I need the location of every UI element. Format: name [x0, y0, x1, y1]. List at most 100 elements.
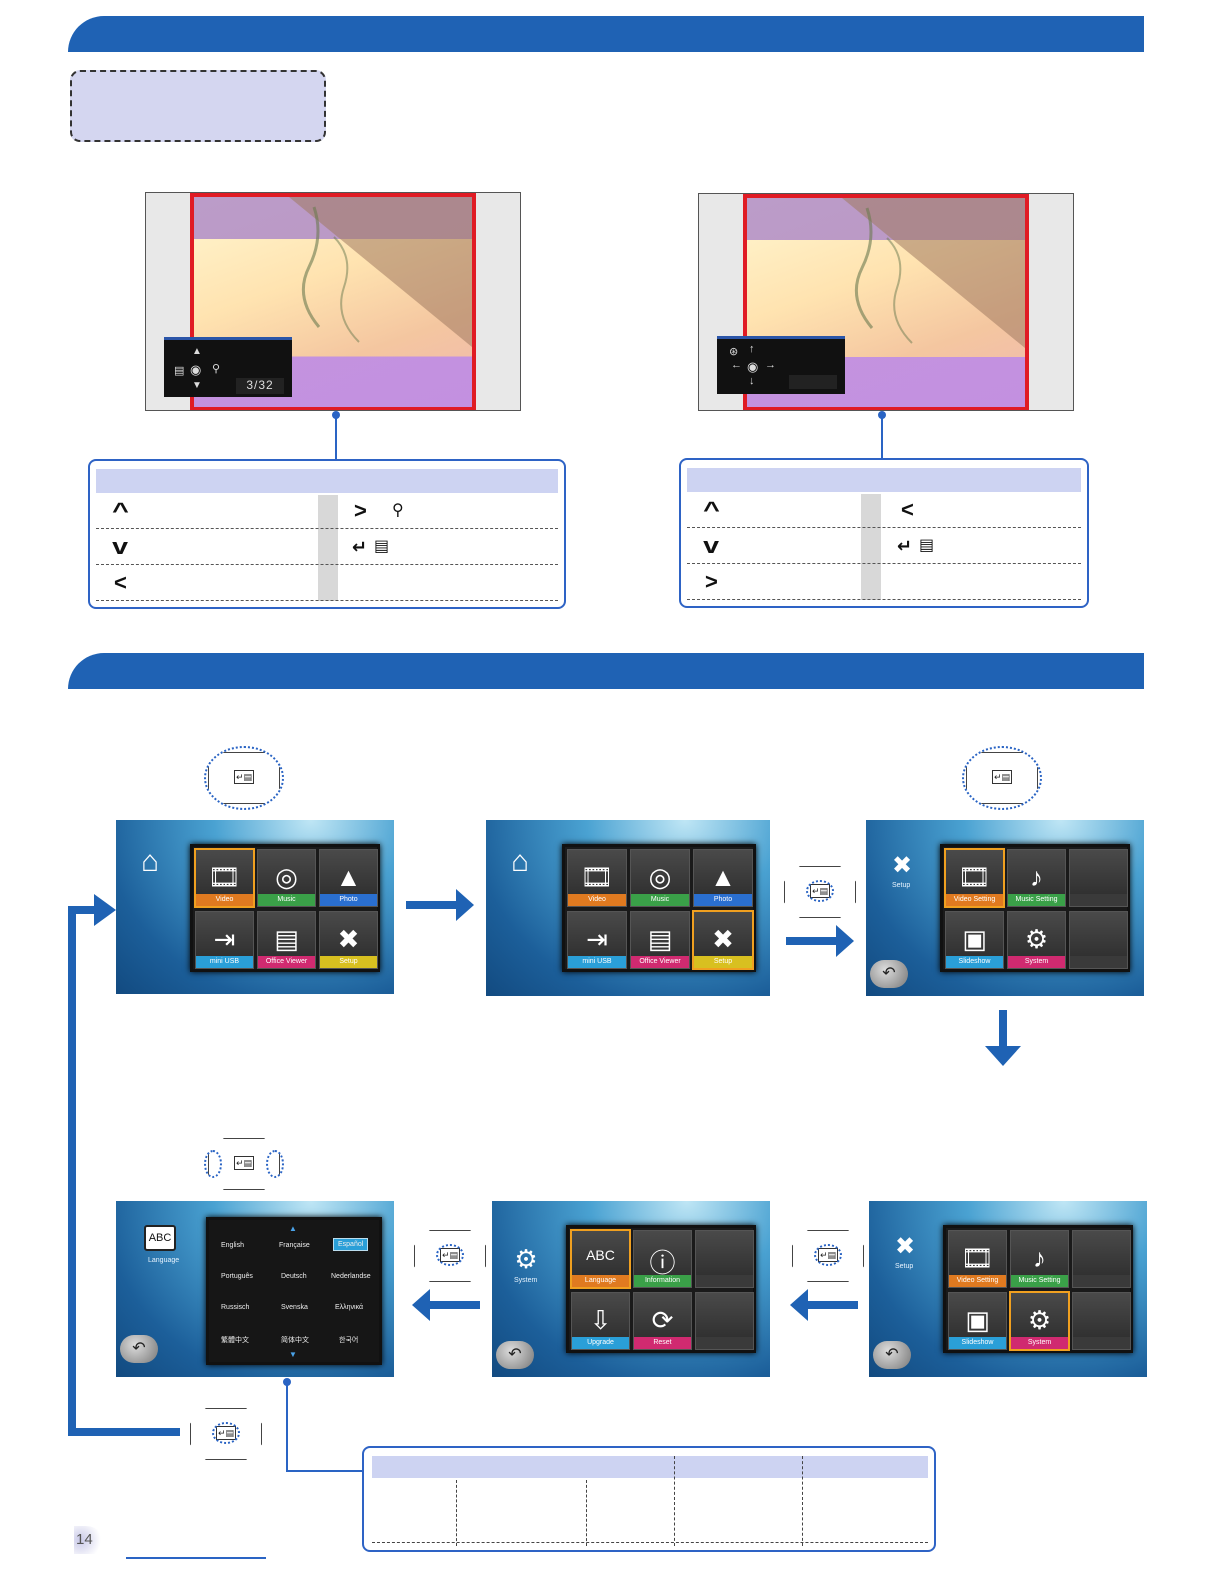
- language-option[interactable]: Deutsch: [281, 1273, 307, 1280]
- slideshow-icon: ▣: [965, 1305, 990, 1335]
- language-option[interactable]: 繁體中文: [221, 1337, 249, 1344]
- photo-control-overlay: ▤ ▲ ◉ ⚲ ▼ 3/32: [164, 337, 292, 397]
- tile-music[interactable]: ◎Music: [257, 849, 316, 907]
- language-option[interactable]: 简体中文: [281, 1337, 309, 1344]
- tile-setup[interactable]: ✖Setup: [319, 911, 378, 969]
- setup-menu-screen-2: ✖ Setup 🎞Video Setting ♪Music Setting ▣S…: [869, 1201, 1147, 1377]
- tile-empty: [1069, 911, 1128, 969]
- tile-label: Office Viewer: [258, 956, 315, 968]
- left-chevron-icon: <: [114, 570, 127, 595]
- list-icon: ▤: [174, 365, 185, 377]
- menu-grid: 🎞Video ◎Music ▲Photo ⇥ mini USB ▤Office V…: [190, 844, 380, 972]
- tile-video-setting[interactable]: 🎞Video Setting: [944, 848, 1005, 908]
- down-icon: ▼: [192, 380, 202, 391]
- tile-video[interactable]: 🎞Video: [567, 849, 627, 907]
- tools-icon: ✖: [894, 1233, 916, 1260]
- back-icon: ⊛: [729, 346, 739, 358]
- tile-mini-usb[interactable]: ⇥ mini USB: [195, 911, 254, 969]
- language-option[interactable]: Nederlandse: [331, 1273, 371, 1280]
- language-option[interactable]: Ελληνικά: [335, 1304, 364, 1311]
- document-icon: ▤: [647, 924, 673, 954]
- tile-empty: [695, 1292, 754, 1350]
- remote-keypad-icon: ↵▤: [204, 746, 284, 810]
- menu-grid: 🎞Video Setting ♪Music Setting ▣ Slideshow…: [943, 1225, 1133, 1353]
- tile-setup[interactable]: ✖Setup: [692, 910, 754, 970]
- tile-music-setting[interactable]: ♪Music Setting: [1007, 849, 1066, 907]
- tile-label: Video: [196, 894, 253, 906]
- tile-music-setting[interactable]: ♪Music Setting: [1010, 1230, 1069, 1288]
- scroll-up-icon[interactable]: ▲: [289, 1224, 297, 1233]
- flow-return-arrow-head: [94, 894, 116, 926]
- back-button[interactable]: ↶: [496, 1341, 534, 1369]
- zoom-control-overlay: ⊛ ↑ ← ◉ → ↓: [717, 336, 845, 394]
- language-option[interactable]: Française: [279, 1242, 310, 1249]
- language-option[interactable]: Russisch: [221, 1304, 250, 1311]
- language-option-selected[interactable]: Español: [333, 1238, 369, 1251]
- tile-reset[interactable]: ⟳Reset: [633, 1292, 692, 1350]
- photo-controls-table: ^ > ⚲ v ↵ ▤ <: [88, 459, 566, 609]
- enter-icon: ↵: [352, 537, 368, 557]
- up-chevron-icon: ^: [703, 497, 720, 522]
- tile-slideshow[interactable]: ▣ Slideshow: [948, 1292, 1007, 1350]
- gears-icon: ⚙: [514, 1244, 538, 1274]
- tile-system[interactable]: ⚙System: [1009, 1291, 1070, 1351]
- tile-video-setting[interactable]: 🎞Video Setting: [948, 1230, 1007, 1288]
- input-icon: ⇥: [586, 924, 608, 954]
- tile-label: System: [1008, 956, 1065, 968]
- tile-system[interactable]: ⚙System: [1007, 911, 1066, 969]
- photo-viewer-screenshot-right: ⊛ ↑ ← ◉ → ↓: [698, 193, 1074, 411]
- tile-office-viewer[interactable]: ▤Office Viewer: [257, 911, 316, 969]
- zoom-level-field: [789, 375, 837, 389]
- back-button[interactable]: ↶: [870, 960, 908, 988]
- language-table: [362, 1446, 936, 1552]
- flow-return-line: [68, 906, 76, 1436]
- tile-label: Setup: [320, 956, 377, 968]
- language-option[interactable]: English: [221, 1242, 244, 1249]
- back-arrow-icon: ↶: [882, 965, 896, 982]
- back-button[interactable]: ↶: [873, 1341, 911, 1369]
- tile-upgrade[interactable]: ⇩Upgrade: [571, 1292, 630, 1350]
- language-option[interactable]: 한국어: [339, 1337, 359, 1344]
- tile-music[interactable]: ◎Music: [630, 849, 690, 907]
- highlight-ring: [436, 1244, 464, 1266]
- tile-label: Music: [258, 894, 315, 906]
- tile-label: [1073, 1337, 1130, 1349]
- table-row: v ↵ ▤: [96, 529, 558, 565]
- tools-icon: ✖: [891, 852, 913, 879]
- language-menu-screen: ABC Language ▲ ▼ English Française Españ…: [116, 1201, 394, 1377]
- tile-label: mini USB: [196, 956, 253, 968]
- tile-photo[interactable]: ▲Photo: [319, 849, 378, 907]
- enter-key: ↵▤: [234, 1156, 254, 1170]
- column-separator: [802, 1456, 803, 1546]
- tile-mini-usb[interactable]: ⇥mini USB: [567, 911, 627, 969]
- scroll-down-icon[interactable]: ▼: [289, 1350, 297, 1359]
- tile-label: Photo: [694, 894, 752, 906]
- page-number: 14: [74, 1526, 106, 1554]
- home-menu-screen-2: ⌂ 🎞Video ◎Music ▲Photo ⇥mini USB ▤Office…: [486, 820, 770, 996]
- right-chevron-icon: >: [354, 498, 367, 523]
- highlight-ring: [806, 880, 834, 902]
- language-option[interactable]: Svenska: [281, 1304, 308, 1311]
- tile-label: Slideshow: [946, 956, 1003, 968]
- menu-grid: 🎞Video Setting ♪Music Setting ▣Slideshow…: [940, 844, 1130, 972]
- table-row: <: [96, 565, 558, 601]
- tile-empty: [695, 1230, 754, 1288]
- tile-slideshow[interactable]: ▣Slideshow: [945, 911, 1004, 969]
- photo-counter: 3/32: [236, 378, 284, 394]
- tile-label: Video: [568, 894, 626, 906]
- column-separator: [586, 1480, 587, 1546]
- tile-photo[interactable]: ▲Photo: [693, 849, 753, 907]
- music-gear-icon: ♪: [1033, 1243, 1046, 1273]
- input-icon: ⇥: [213, 924, 236, 954]
- tile-office-viewer[interactable]: ▤Office Viewer: [630, 911, 690, 969]
- tools-icon: ✖: [712, 924, 734, 954]
- table-row: v ↵ ▤: [687, 528, 1081, 564]
- connector-line: [335, 414, 337, 460]
- remote-keypad-icon: ↵▤: [204, 1138, 284, 1190]
- tile-label: Slideshow: [949, 1337, 1006, 1349]
- back-button[interactable]: ↶: [120, 1335, 158, 1363]
- tile-video[interactable]: 🎞Video: [194, 848, 255, 908]
- language-option[interactable]: Português: [221, 1273, 253, 1280]
